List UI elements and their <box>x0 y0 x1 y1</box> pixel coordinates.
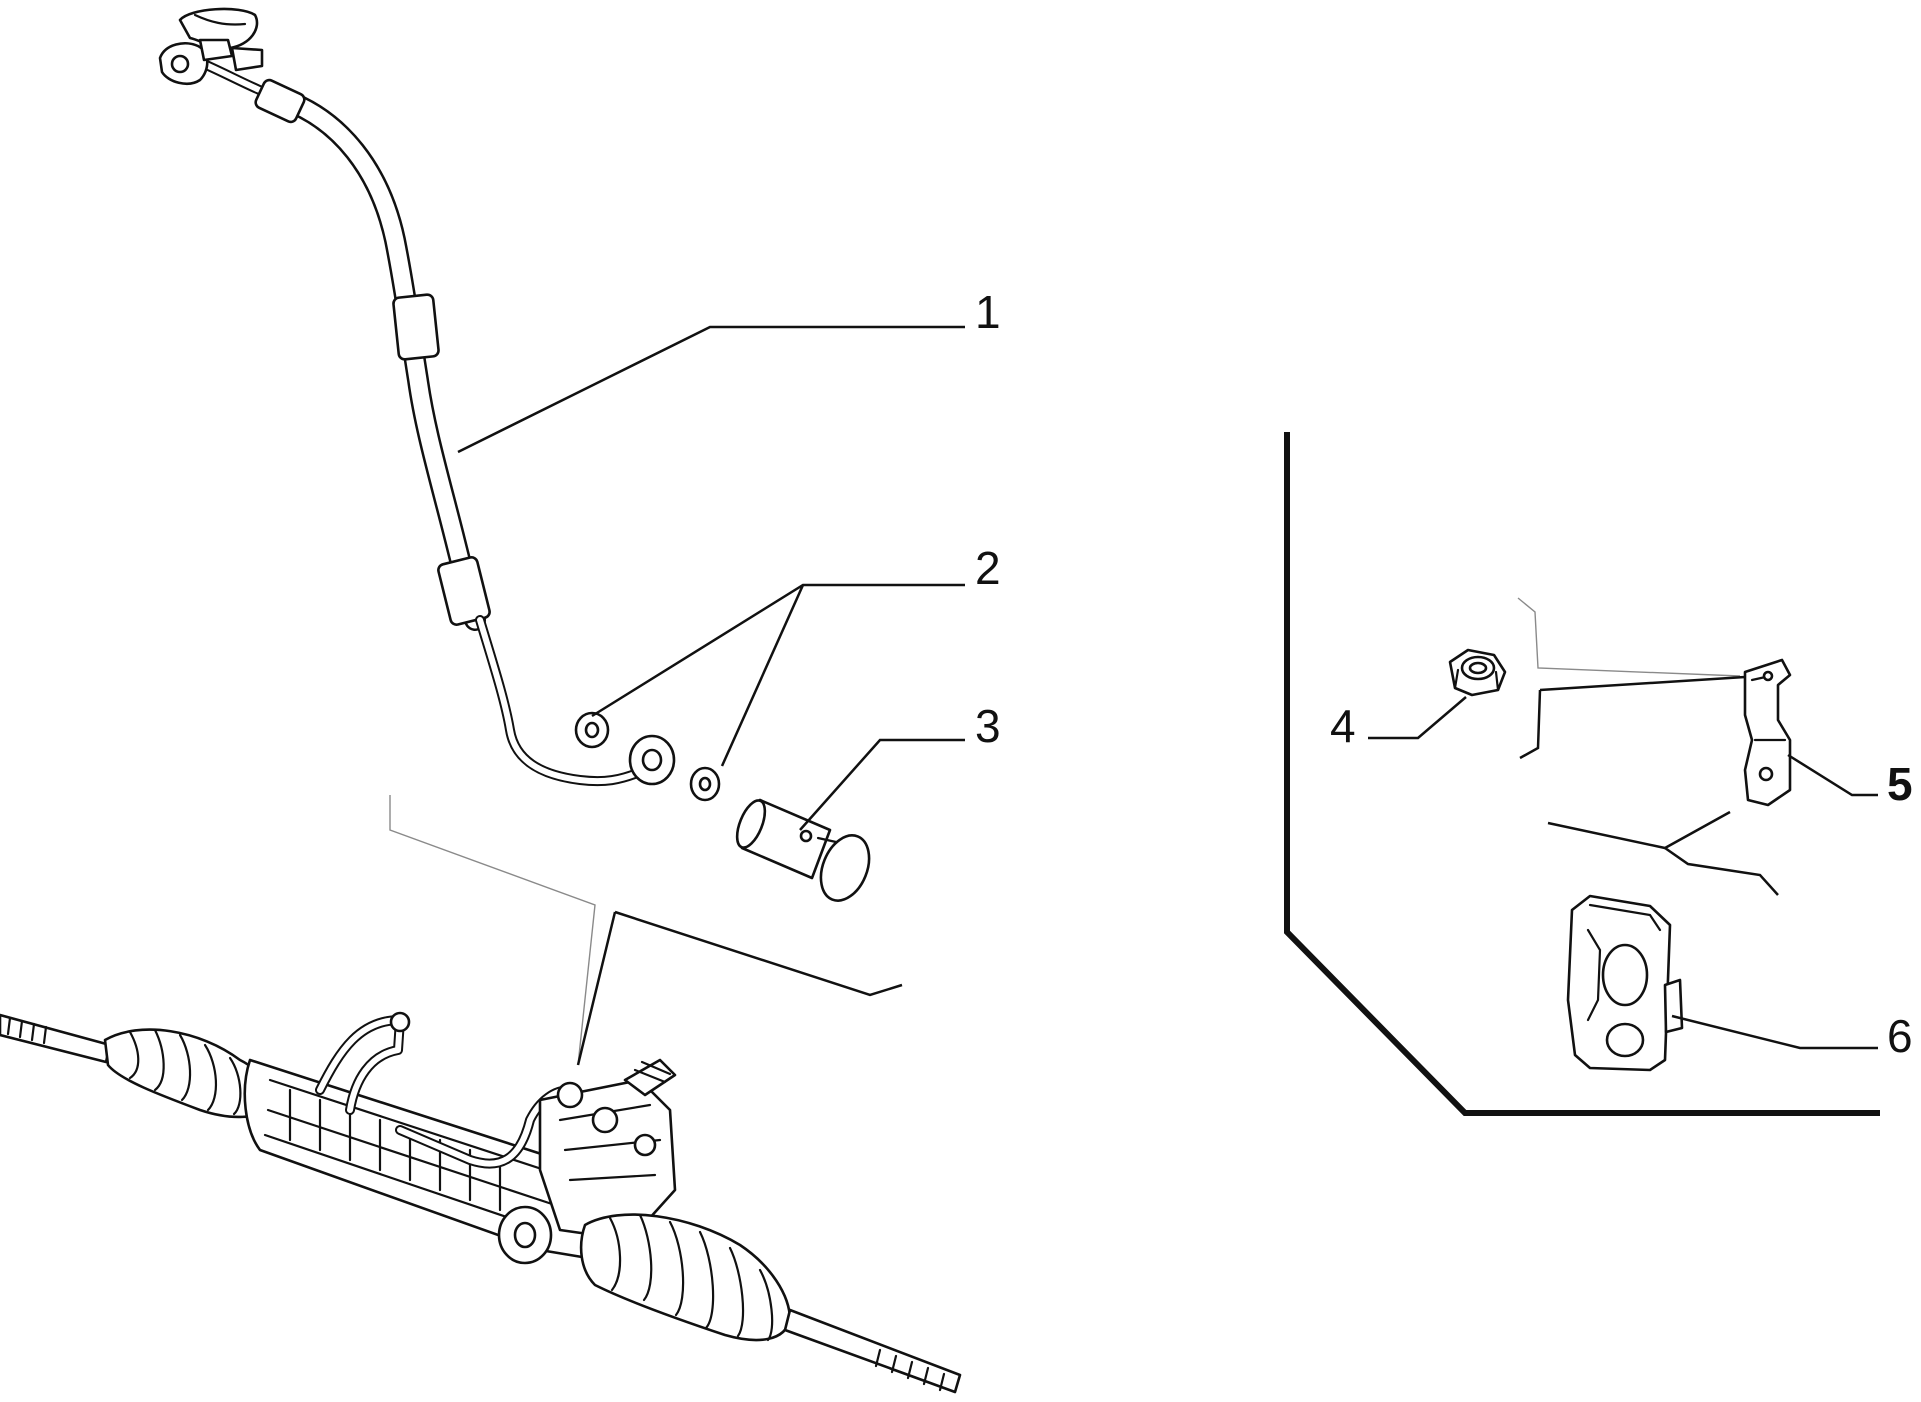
callout-5: 5 <box>1887 758 1913 810</box>
installation-guide-lines-left <box>389 795 903 1066</box>
sealing-washers-part-2 <box>574 711 721 802</box>
nut-part-4 <box>1448 648 1507 697</box>
installation-guide-lines-right <box>1517 597 1779 896</box>
callout-3: 3 <box>975 700 1001 752</box>
banjo-bolt-part-3 <box>735 798 871 902</box>
callout-2: 2 <box>975 542 1001 594</box>
leader-3 <box>799 738 965 831</box>
steering-rack <box>0 1011 962 1394</box>
bracket-part-5 <box>1743 658 1792 807</box>
leader-6 <box>1671 1014 1878 1050</box>
inset-bracket <box>1284 432 1880 1116</box>
leader-1 <box>457 325 965 454</box>
callout-leaders <box>457 325 1878 1050</box>
hose-assembly-part-1 <box>158 7 676 787</box>
callout-6: 6 <box>1887 1010 1913 1062</box>
callout-4: 4 <box>1330 700 1356 752</box>
leader-2 <box>591 583 965 718</box>
leader-5 <box>1787 753 1878 797</box>
callout-1: 1 <box>975 286 1001 338</box>
mounting-block-part-6 <box>1566 894 1684 1072</box>
leader-4 <box>1368 696 1467 740</box>
leader-2b <box>720 584 805 767</box>
